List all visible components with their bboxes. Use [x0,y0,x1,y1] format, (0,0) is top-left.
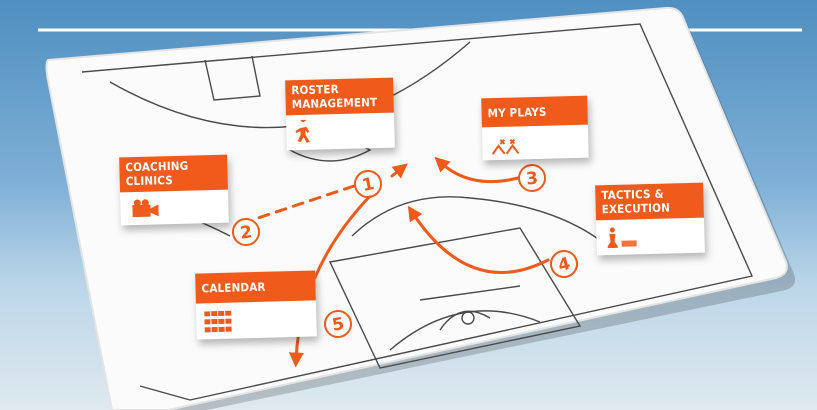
roster-management-card[interactable]: ROSTER MANAGEMENT [285,77,395,151]
calendar-label: CALENDAR [195,270,316,304]
play-arrows [256,156,550,368]
pass-arrow [256,184,356,220]
video-camera-icon [132,199,159,218]
cut-arrow-3 [434,156,520,184]
cut-arrow-4 [407,205,550,274]
calendar-grid-icon [204,310,232,333]
my-plays-label: MY PLAYS [481,95,588,128]
tactics-execution-label: TACTICS & EXECUTION [595,182,704,221]
drive-arrow-5 [288,194,372,368]
coaching-clinics-card[interactable]: COACHING CLINICS [119,154,229,226]
court-lines [81,23,753,401]
my-plays-card[interactable]: MY PLAYS [481,95,589,161]
chess-piece-icon [607,227,637,249]
roster-management-label: ROSTER MANAGEMENT [285,77,394,116]
tactics-execution-card[interactable]: TACTICS & EXECUTION [595,182,705,256]
calendar-card[interactable]: CALENDAR [195,270,317,340]
coaching-clinics-label: COACHING CLINICS [119,154,229,193]
player-silhouette-icon [295,119,310,143]
play-diagram-icon [491,138,520,155]
